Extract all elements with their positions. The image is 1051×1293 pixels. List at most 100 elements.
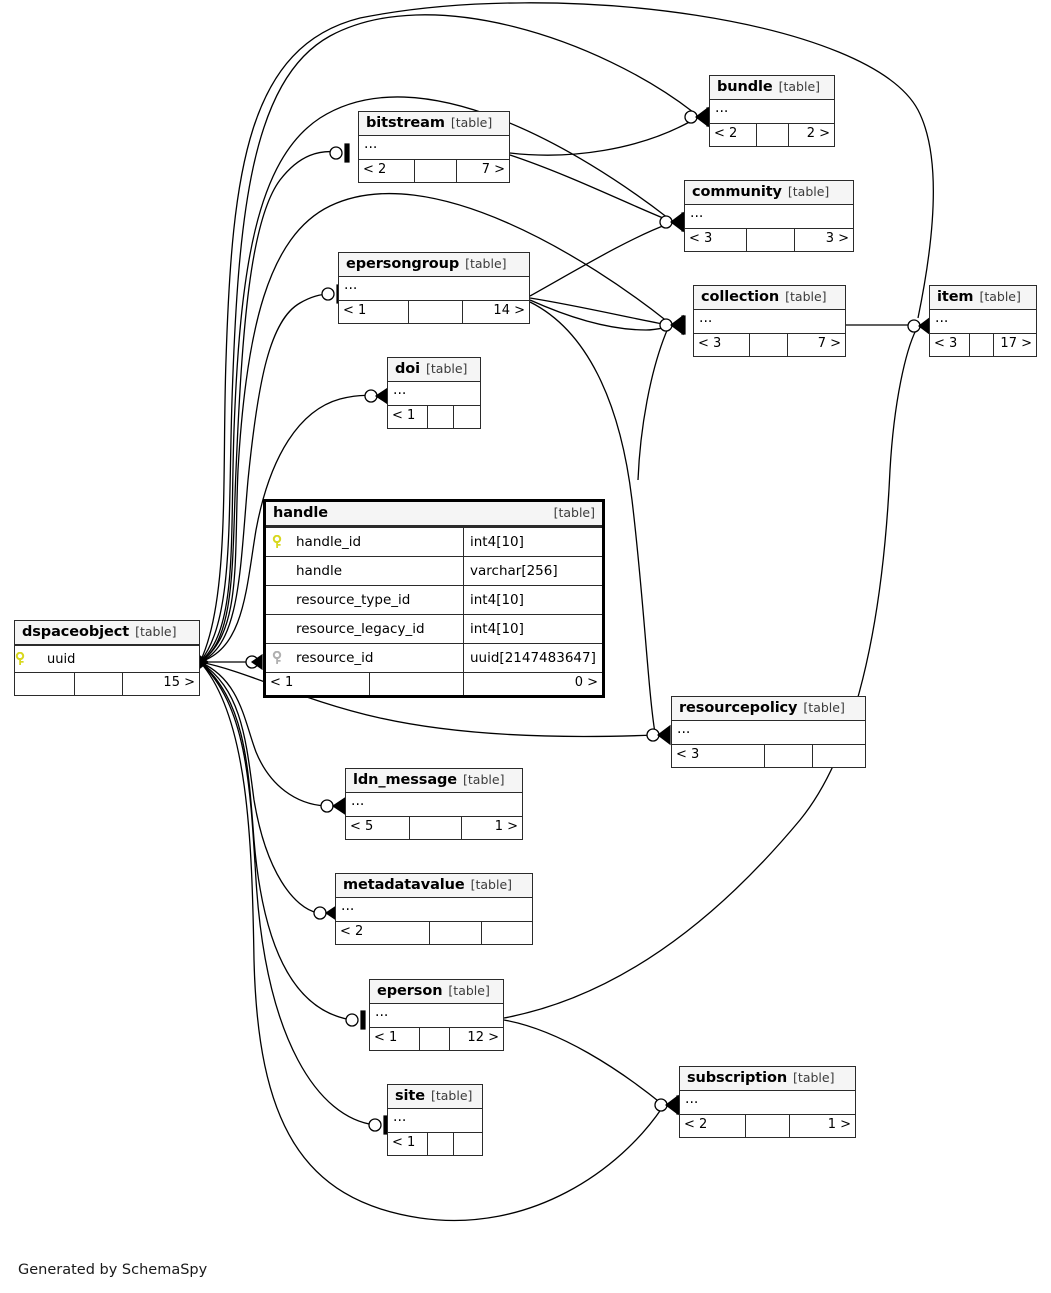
column-label-resource-type-id: resource_type_id <box>296 592 411 608</box>
edge-epersongroup-collection-a <box>529 297 669 326</box>
column-name-cell-resource-id: resource_id <box>266 644 464 672</box>
footer-right-metadatavalue <box>482 922 532 944</box>
table-footer-subscription: < 2 1 > <box>680 1114 855 1137</box>
table-node-collection[interactable]: collection [table] ... < 3 7 > <box>693 285 846 357</box>
column-label-resource-legacy-id: resource_legacy_id <box>296 621 425 637</box>
table-tag-community: [table] <box>787 184 830 199</box>
table-name-eperson: eperson <box>377 983 443 999</box>
column-type-resource-type-id: int4[10] <box>470 592 524 608</box>
table-footer-metadatavalue: < 2 <box>336 921 532 944</box>
footer-mid-epersongroup <box>409 301 463 323</box>
table-node-community[interactable]: community [table] ... < 3 3 > <box>684 180 854 252</box>
table-node-site[interactable]: site [table] ... < 1 <box>387 1084 483 1156</box>
footer-mid-metadatavalue <box>430 922 482 944</box>
marker-collection-bar <box>681 315 686 335</box>
footer-mid-subscription <box>746 1115 790 1137</box>
table-node-eperson[interactable]: eperson [table] ... < 1 12 > <box>369 979 504 1051</box>
footer-left-epersongroup: < 1 <box>339 301 409 323</box>
table-title-collection: collection [table] <box>694 286 845 310</box>
footer-left-dspaceobject <box>15 673 75 695</box>
column-row-uuid: uuid <box>15 645 199 672</box>
table-footer-resourcepolicy: < 3 <box>672 744 865 767</box>
table-title-metadatavalue: metadatavalue [table] <box>336 874 532 898</box>
marker-subscription-zero-one <box>654 1098 668 1112</box>
marker-bundle-zero-one <box>684 110 698 124</box>
table-tag-epersongroup: [table] <box>465 256 507 271</box>
table-tag-site: [table] <box>430 1088 473 1103</box>
footer-right-item: 17 > <box>1000 336 1032 351</box>
footer-mid-resourcepolicy <box>765 745 813 767</box>
table-body-collection: ... <box>699 310 713 326</box>
marker-ldnmessage-crowsfoot <box>331 796 346 816</box>
footer-mid-community <box>747 229 795 251</box>
table-node-doi[interactable]: doi [table] ... < 1 <box>387 357 481 429</box>
marker-doi-zero-one <box>364 389 378 403</box>
table-node-epersongroup[interactable]: epersongroup [table] ... < 1 14 > <box>338 252 530 324</box>
footer-right-resourcepolicy <box>813 745 865 767</box>
table-footer-eperson: < 1 12 > <box>370 1027 503 1050</box>
footer-left-eperson: < 1 <box>370 1028 420 1050</box>
table-node-handle[interactable]: handle [table] handle_id int4[10] handle <box>263 499 605 698</box>
table-name-metadatavalue: metadatavalue <box>343 877 465 893</box>
footer-left-resourcepolicy: < 3 <box>672 745 765 767</box>
table-title-subscription: subscription [table] <box>680 1067 855 1091</box>
marker-community-crowsfoot <box>670 211 684 233</box>
table-node-item[interactable]: item [table] ... < 3 17 > <box>929 285 1037 357</box>
table-body-bundle: ... <box>715 100 729 116</box>
footer-right-community: 3 > <box>825 231 849 246</box>
footer-right-subscription: 1 > <box>827 1117 851 1132</box>
edge-eperson-subscription <box>503 1019 663 1105</box>
table-body-community: ... <box>690 205 704 221</box>
column-row-resource-legacy-id: resource_legacy_id int4[10] <box>266 614 602 643</box>
table-node-dspaceobject[interactable]: dspaceobject [table] uuid 15 > <box>14 620 200 696</box>
table-title-site: site [table] <box>388 1085 482 1109</box>
column-name-cell-handle: handle <box>266 557 464 585</box>
table-name-doi: doi <box>395 361 421 377</box>
footer-mid-handle <box>370 673 464 695</box>
table-node-subscription[interactable]: subscription [table] ... < 2 1 > <box>679 1066 856 1138</box>
footer-left-community: < 3 <box>685 229 747 251</box>
table-tag-metadatavalue: [table] <box>470 877 513 892</box>
table-node-resourcepolicy[interactable]: resourcepolicy [table] ... < 3 <box>671 696 866 768</box>
marker-resourcepolicy-zero-one <box>646 728 660 742</box>
table-title-handle: handle [table] <box>266 502 602 527</box>
footer-left-collection: < 3 <box>694 334 750 356</box>
footer-right-epersongroup: 14 > <box>493 303 525 318</box>
table-tag-dspaceobject: [table] <box>135 624 177 639</box>
table-body-epersongroup: ... <box>344 277 358 293</box>
table-body-bitstream: ... <box>364 136 378 152</box>
table-node-metadatavalue[interactable]: metadatavalue [table] ... < 2 <box>335 873 533 945</box>
column-row-resource-id: resource_id uuid[2147483647] <box>266 643 602 672</box>
footer-mid-collection <box>750 334 788 356</box>
table-footer-doi: < 1 <box>388 405 480 428</box>
table-title-bitstream: bitstream [table] <box>359 112 509 136</box>
table-name-ldn-message: ldn_message <box>353 772 458 788</box>
table-body-site: ... <box>393 1109 407 1125</box>
table-footer-handle: < 1 0 > <box>266 672 602 695</box>
table-title-item: item [table] <box>930 286 1036 310</box>
table-name-dspaceobject: dspaceobject <box>22 624 130 640</box>
footer-right-ldn-message: 1 > <box>494 819 518 834</box>
column-label-handle-id: handle_id <box>296 534 362 550</box>
table-tag-resourcepolicy: [table] <box>803 700 845 715</box>
footer-left-bundle: < 2 <box>710 124 757 146</box>
footer-right-doi <box>454 406 480 428</box>
edge-bitstream-bundle <box>509 119 694 156</box>
table-body-eperson: ... <box>375 1004 389 1020</box>
table-tag-bundle: [table] <box>778 79 821 94</box>
column-name-cell-handle-id: handle_id <box>266 528 464 556</box>
table-footer-community: < 3 3 > <box>685 228 853 251</box>
marker-community-zero-one <box>659 215 673 229</box>
footer-left-bitstream: < 2 <box>359 160 415 182</box>
table-node-bitstream[interactable]: bitstream [table] ... < 2 7 > <box>358 111 510 183</box>
column-type-resource-legacy-id: int4[10] <box>470 621 524 637</box>
table-body-metadatavalue: ... <box>341 898 355 914</box>
table-footer-bundle: < 2 2 > <box>710 123 834 146</box>
table-node-ldn-message[interactable]: ldn_message [table] ... < 5 1 > <box>345 768 523 840</box>
table-body-resourcepolicy: ... <box>677 721 691 737</box>
table-node-bundle[interactable]: bundle [table] ... < 2 2 > <box>709 75 835 147</box>
footer-mid-dspaceobject <box>75 673 123 695</box>
marker-eperson-zero-one <box>345 1013 359 1027</box>
index-key-icon <box>272 651 292 665</box>
